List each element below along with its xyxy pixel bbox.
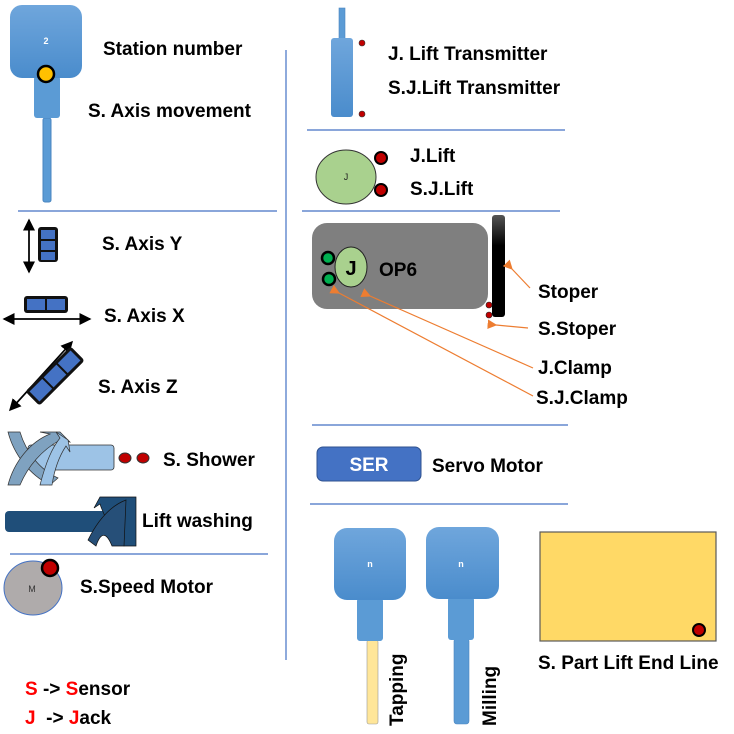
lift-transmitter-icon bbox=[331, 7, 366, 118]
servo-motor-label: Servo Motor bbox=[432, 456, 543, 477]
milling-icon-label: n bbox=[458, 559, 464, 569]
shower-label: S. Shower bbox=[163, 450, 255, 471]
sensor-lift-transmitter-label: S.J.Lift Transmitter bbox=[388, 78, 561, 99]
axis-x-icon bbox=[2, 296, 92, 325]
station-icon: 2 bbox=[10, 5, 82, 203]
op-station-icon: J OP6 bbox=[312, 215, 505, 319]
axis-y-label: S. Axis Y bbox=[102, 234, 183, 255]
sensor-stoper-pointer bbox=[487, 319, 529, 329]
part-lift-end-line-icon bbox=[539, 531, 717, 642]
legend-jack: J -> Jack bbox=[25, 708, 112, 729]
axis-x-label: S. Axis X bbox=[104, 306, 185, 327]
op-label: OP6 bbox=[379, 260, 417, 281]
lift-transmitter-label: J. Lift Transmitter bbox=[388, 44, 548, 65]
sensor-clamp-pointer bbox=[329, 284, 534, 397]
legend-sensor: S -> Sensor bbox=[25, 679, 131, 700]
stoper-icon bbox=[492, 215, 505, 317]
axis-movement-label: S. Axis movement bbox=[88, 101, 252, 122]
lift-label: J.Lift bbox=[410, 146, 456, 167]
lift-washing-icon bbox=[5, 496, 137, 547]
sensor-clamp-label: S.J.Clamp bbox=[536, 388, 628, 409]
sensor-stoper-label: S.Stoper bbox=[538, 319, 617, 340]
stoper-pointer bbox=[502, 259, 531, 289]
motor-icon-label: M bbox=[28, 584, 36, 594]
servo-motor-icon: SER bbox=[316, 446, 422, 482]
stoper-label: Stoper bbox=[538, 282, 599, 303]
sensor-lift-label: S.J.Lift bbox=[410, 179, 474, 200]
station-number-label: Station number bbox=[103, 39, 243, 60]
clamp-label: J.Clamp bbox=[538, 358, 612, 379]
axis-movement-sensor-icon bbox=[36, 64, 56, 84]
axis-z-label: S. Axis Z bbox=[98, 377, 178, 398]
shower-icon bbox=[7, 431, 150, 486]
tapping-station-icon: n bbox=[334, 528, 406, 725]
axis-y-icon bbox=[23, 218, 58, 274]
axis-z-icon bbox=[8, 340, 84, 412]
op-jack-label: J bbox=[345, 258, 356, 280]
lift-washing-label: Lift washing bbox=[142, 511, 253, 532]
jack-lift-icon: J bbox=[315, 149, 388, 205]
clamp-pointer bbox=[360, 288, 534, 369]
station-icon-label: 2 bbox=[43, 36, 48, 46]
milling-station-icon: n bbox=[426, 527, 499, 725]
part-lift-end-line-label: S. Part Lift End Line bbox=[538, 653, 719, 674]
speed-motor-icon: M bbox=[3, 558, 63, 616]
servo-icon-label: SER bbox=[349, 455, 388, 476]
milling-label: Milling bbox=[480, 666, 501, 726]
tapping-icon-label: n bbox=[367, 559, 373, 569]
jack-icon-label: J bbox=[344, 172, 349, 182]
speed-motor-label: S.Speed Motor bbox=[80, 577, 214, 598]
tapping-label: Tapping bbox=[387, 654, 408, 726]
